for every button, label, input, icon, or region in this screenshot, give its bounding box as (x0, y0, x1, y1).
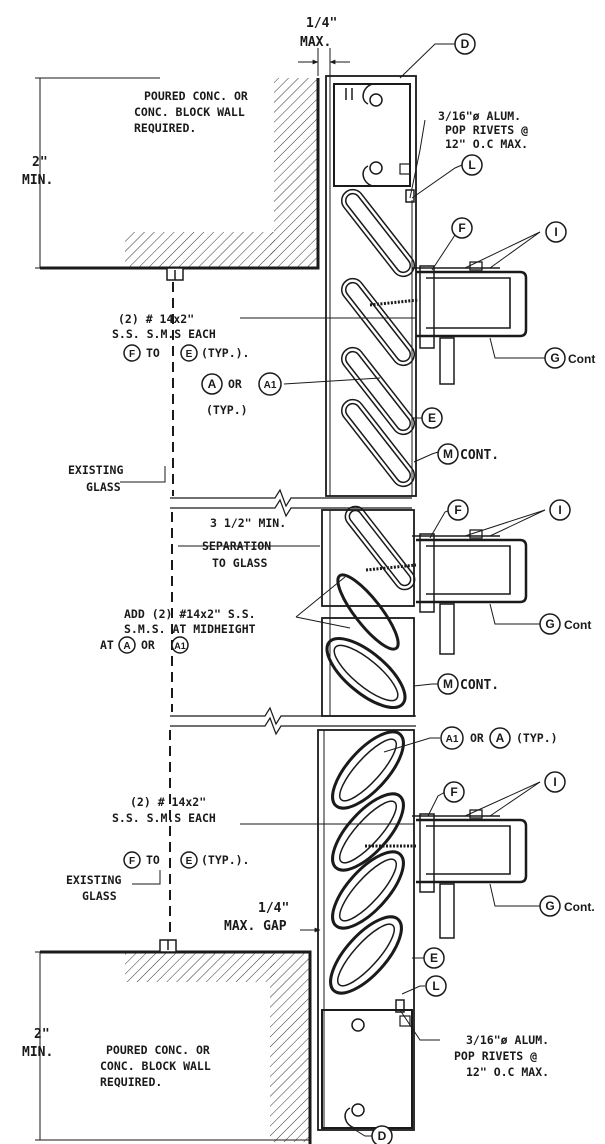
callout-m-1: M (443, 447, 453, 461)
callout-l-bottom: L (432, 979, 439, 993)
quarter-max-line-1: 1/4" (306, 16, 337, 31)
callout-f-3: F (450, 785, 457, 799)
wall-top-line-2: CONC. BLOCK WALL (134, 105, 245, 119)
rivets-bottom-line-3: 12" O.C MAX. (466, 1065, 549, 1079)
sms-bottom-line-3-typ: (TYP.). (201, 853, 249, 867)
m-cont-2: CONT. (460, 678, 499, 693)
inline-callout-f-top: F (129, 349, 135, 360)
callout-f-1: F (458, 221, 465, 235)
clip-assembly-1 (412, 261, 528, 385)
min-bottom-line-1: 2" (34, 1027, 50, 1042)
min-top-line-1: 2" (32, 155, 48, 170)
panel-3 (317, 729, 416, 1131)
callout-f-2: F (454, 503, 461, 517)
callout-g-3: G (545, 899, 554, 913)
callout-g-2: G (545, 617, 554, 631)
min-top-line-2: MIN. (22, 173, 53, 188)
m-cont-1: CONT. (460, 448, 499, 463)
wall-top-line-1: POURED CONC. OR (144, 89, 248, 103)
inline-callout-a-mid: A (123, 641, 130, 652)
quarter-max-dimension (298, 48, 350, 76)
g-cont-3: Cont. (564, 900, 595, 914)
a-or-a1-or: OR (228, 377, 242, 391)
separation-line-1: 3 1/2" MIN. (210, 516, 286, 530)
min-dimensions (35, 77, 310, 1141)
max-gap-line-2: MAX. GAP (224, 919, 287, 934)
a1-or-a-or: OR (470, 731, 484, 745)
callout-a1-bottom: A1 (446, 734, 459, 745)
inline-callout-a1-mid: A1 (174, 641, 186, 651)
callout-g-1: G (550, 351, 559, 365)
callout-m-2: M (443, 677, 453, 691)
sms-bottom-line-2: S.S. S.M.S EACH (112, 811, 216, 825)
panel-2 (321, 505, 417, 717)
callout-l-top: L (468, 158, 475, 172)
g-cont-2: Cont (564, 618, 591, 632)
rivets-bottom-line-2: POP RIVETS @ (454, 1049, 537, 1063)
rivets-top-line-3: 12" O.C MAX. (445, 137, 528, 151)
existing-glass-bottom-line-2: GLASS (82, 889, 117, 903)
sms-top-line-1: (2) # 14x2" (118, 312, 194, 326)
rivets-bottom-line-1: 3/16"ø ALUM. (466, 1033, 549, 1047)
callout-e-2: E (430, 951, 438, 965)
midheight-line-3-or: OR (141, 638, 155, 652)
sms-top-line-3-typ: (TYP.). (201, 346, 249, 360)
min-bottom-line-2: MIN. (22, 1045, 53, 1060)
existing-glass-top-line-2: GLASS (86, 480, 121, 494)
break-lines (170, 488, 416, 736)
callout-d-bottom: D (378, 1129, 387, 1143)
top-wall (40, 76, 320, 281)
quarter-max-line-2: MAX. (300, 35, 331, 50)
inline-callout-e-top: E (186, 349, 193, 360)
wall-bottom-line-3: REQUIRED. (100, 1075, 162, 1089)
max-gap-line-1: 1/4" (258, 901, 289, 916)
wall-top-line-3: REQUIRED. (134, 121, 196, 135)
text-labels: 1/4" MAX. POURED CONC. OR CONC. BLOCK WA… (22, 16, 595, 1089)
callout-i-3: I (553, 775, 556, 789)
wall-bottom-line-1: POURED CONC. OR (106, 1043, 210, 1057)
rivets-top-line-1: 3/16"ø ALUM. (438, 109, 521, 123)
existing-glass (169, 282, 174, 938)
midheight-line-1: ADD (2) #14x2" S.S. (124, 607, 256, 621)
sms-top-line-3-to: TO (146, 346, 160, 360)
a1-or-a-typ: (TYP.) (516, 731, 558, 745)
leader-lines (120, 43, 546, 1137)
inline-callout-f-bottom: F (129, 856, 135, 867)
callout-a-bottom: A (496, 731, 505, 745)
existing-glass-top-line-1: EXISTING (68, 463, 123, 477)
panel-1 (325, 75, 419, 497)
callout-circles (118, 33, 571, 1144)
wall-bottom-line-2: CONC. BLOCK WALL (100, 1059, 211, 1073)
callout-letters: D L F I G A A1 E M F I G M A1 A F I G E … (123, 37, 561, 1143)
existing-glass-bottom-line-1: EXISTING (66, 873, 121, 887)
sms-top-line-2: S.S. S.M.S EACH (112, 327, 216, 341)
midheight-line-3-at: AT (100, 638, 114, 652)
g-cont-1: Cont (568, 352, 595, 366)
callout-d-top: D (461, 37, 470, 51)
callout-i-2: I (558, 503, 561, 517)
callout-a1: A1 (264, 380, 277, 391)
bottom-wall (40, 939, 312, 1144)
callout-i-1: I (554, 225, 557, 239)
callout-a: A (208, 377, 217, 391)
clip-assembly-3 (412, 809, 528, 939)
a-or-a1-typ: (TYP.) (206, 403, 248, 417)
midheight-line-2: S.M.S. AT MIDHEIGHT (124, 622, 256, 636)
separation-line-2: SEPARATION (202, 539, 271, 553)
sms-bottom-line-3-to: TO (146, 853, 160, 867)
separation-line-3: TO GLASS (212, 556, 267, 570)
callout-e-1: E (428, 411, 436, 425)
rivets-top-line-2: POP RIVETS @ (445, 123, 528, 137)
inline-callout-e-bottom: E (186, 856, 193, 867)
sms-bottom-line-1: (2) # 14x2" (130, 795, 206, 809)
clip-assembly-2 (412, 529, 528, 655)
